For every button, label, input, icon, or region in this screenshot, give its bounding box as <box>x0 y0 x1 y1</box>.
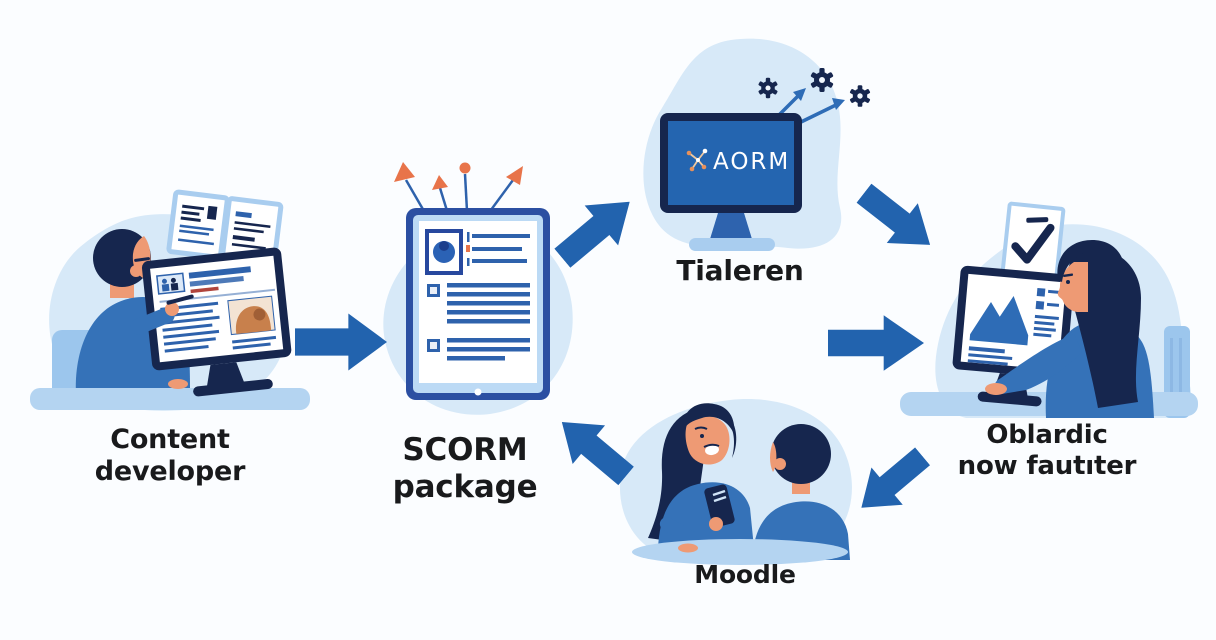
stylus-pen-icon <box>166 294 194 305</box>
reporting-scene <box>900 201 1198 418</box>
pin-arrow-heads <box>394 162 523 190</box>
content-developer-scene <box>30 189 310 411</box>
phone-arm <box>701 484 743 531</box>
tablet-document-icon <box>406 208 550 400</box>
checkmark-card-icon <box>1000 201 1066 279</box>
content-developer-label: Content developer <box>94 424 246 487</box>
launch-arrow-heads <box>793 88 845 110</box>
moodle-label: Moodle <box>694 560 796 589</box>
authoring-screen-content <box>156 266 277 353</box>
lms-player-scene: AORM <box>643 38 871 251</box>
chart-screen-content <box>967 287 1063 366</box>
molecule-icon <box>686 148 708 172</box>
reporting-label-line1: Oblardic <box>986 420 1108 450</box>
girl-hand-on-table <box>678 543 698 553</box>
scorm-logo-text: AORM <box>713 149 790 175</box>
reporting-label: Oblardic now fautıter <box>928 420 1166 481</box>
front-hair <box>1057 240 1124 282</box>
booklet-icon <box>166 189 284 267</box>
moodle-scene <box>619 399 852 565</box>
gear-icons <box>758 68 871 107</box>
lms-monitor-icon: AORM <box>660 113 802 251</box>
pointing-arm <box>130 294 194 389</box>
lms-player-label: Tialeren <box>676 254 804 287</box>
reporting-label-line2: now fautıter <box>957 450 1137 481</box>
hair-front <box>683 403 735 434</box>
launch-arrow-icons <box>777 92 840 124</box>
learner-figure <box>985 240 1154 418</box>
desk <box>30 388 310 410</box>
arm-on-desk <box>985 334 1082 395</box>
document-content <box>425 229 530 361</box>
developer-monitor-icon <box>141 247 292 397</box>
scorm-package-label: SCORM package <box>392 432 538 505</box>
smartphone-icon <box>704 484 735 528</box>
scorm-package-scene <box>383 162 573 415</box>
